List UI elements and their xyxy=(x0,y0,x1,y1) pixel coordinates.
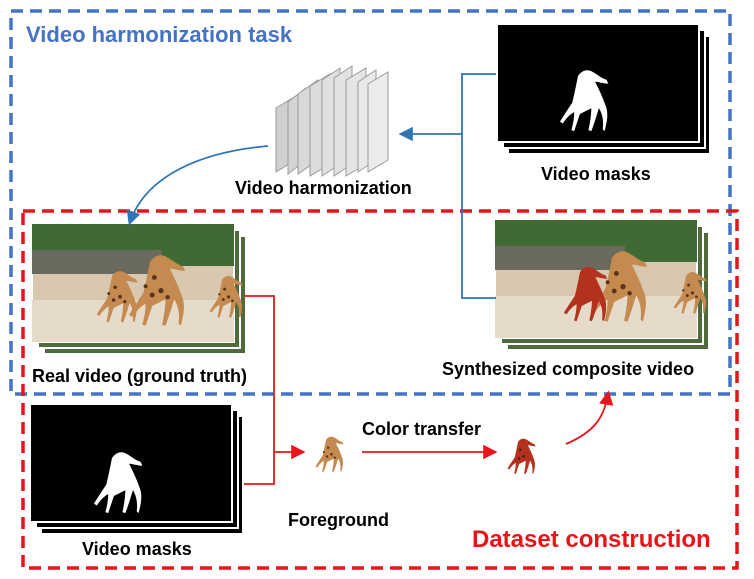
video-masks-top-label: Video masks xyxy=(541,164,651,185)
composite-video-label: Synthesized composite video xyxy=(442,359,694,380)
giraffe-foreground-icon xyxy=(316,437,344,472)
to-composite-arrow xyxy=(566,394,608,444)
foreground-label: Foreground xyxy=(288,510,389,531)
video-harmonization-label: Video harmonization xyxy=(235,178,412,199)
giraffe-silhouette-mask-icon xyxy=(497,24,710,154)
giraffe-color-transferred-icon xyxy=(508,439,536,474)
giraffe-video-frames-icon xyxy=(32,224,246,354)
giraffe-composite-video-icon xyxy=(495,220,709,350)
video-masks-bottom-label: Video masks xyxy=(82,539,192,560)
stacked-layers-icon xyxy=(276,66,388,176)
mask-composite-connector xyxy=(462,74,496,298)
real-video-label: Real video (ground truth) xyxy=(32,366,247,387)
giraffe-silhouette-mask-icon-bottom xyxy=(30,404,243,534)
task-title: Video harmonization task xyxy=(26,22,292,48)
color-transfer-label: Color transfer xyxy=(362,419,481,440)
dataset-title: Dataset construction xyxy=(472,526,711,554)
foreground-extraction-connector xyxy=(244,296,274,484)
